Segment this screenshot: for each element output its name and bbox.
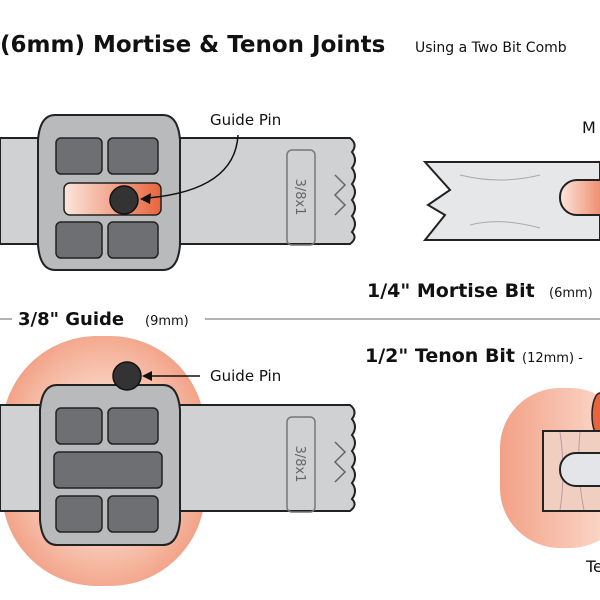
bottom-template-marking: 3/8x1 <box>292 446 307 483</box>
diagram-title: (6mm) Mortise & Tenon Joints <box>0 32 385 58</box>
arrow-head-icon <box>140 193 151 204</box>
top-guide-pin-label: Guide Pin <box>210 111 281 129</box>
guide-size-label: 3/8" Guide <box>18 309 124 330</box>
tenon-bit-size: (12mm) - <box>522 351 583 366</box>
mortise-bit-size: (6mm) <box>549 286 593 301</box>
top-template-marking: 3/8x1 <box>292 179 307 216</box>
tenon-bit-label: 1/2" Tenon Bit <box>365 345 515 367</box>
arrow-head-icon <box>142 371 152 381</box>
bottom-guide-pin-label: Guide Pin <box>210 367 281 385</box>
top-guide-plate <box>37 114 181 271</box>
bottom-guide-pin <box>112 361 142 391</box>
tenon-workpiece <box>500 388 600 548</box>
bottom-guide-plate <box>39 384 181 546</box>
guide-size-mm: (9mm) <box>145 314 189 329</box>
top-guide-pin-arrow <box>147 134 239 199</box>
top-guide-pin <box>109 185 139 215</box>
tenon-label: Te <box>585 557 600 576</box>
mortise-bit-label: 1/4" Mortise Bit <box>367 280 535 302</box>
mortise-label: M <box>582 118 596 137</box>
mortise-workpiece <box>422 161 600 241</box>
diagram-subtitle: Using a Two Bit Comb <box>415 40 567 56</box>
